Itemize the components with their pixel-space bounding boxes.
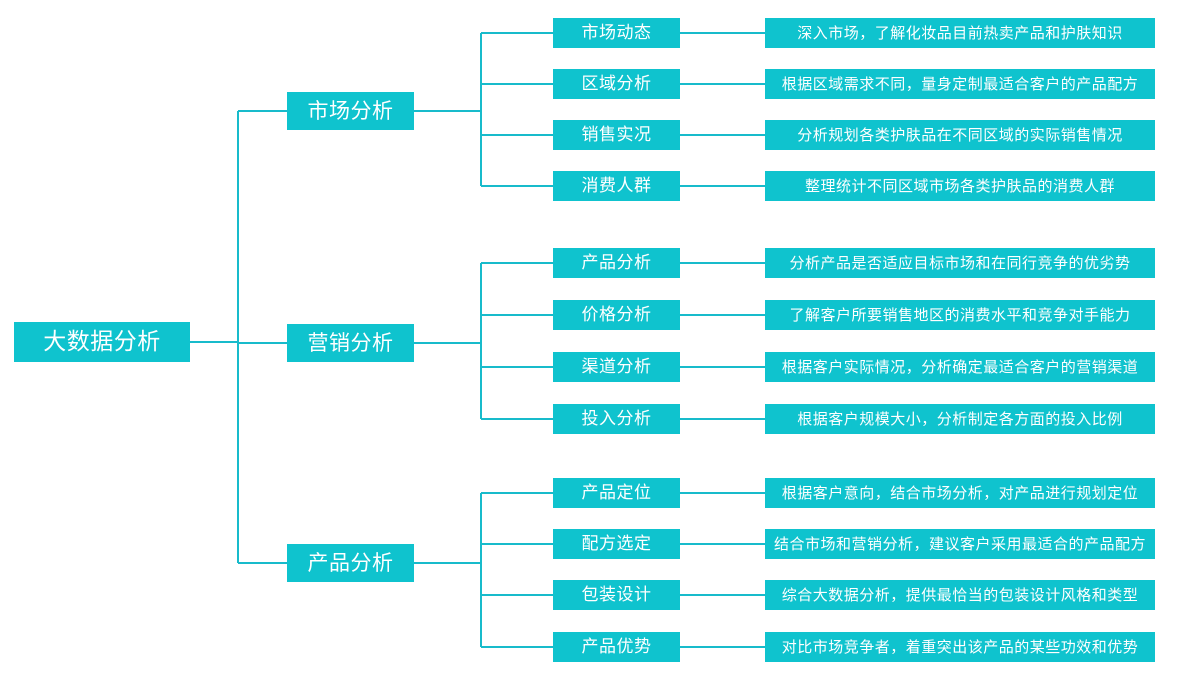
leaf-node-1-3[interactable]: 销售实况 xyxy=(553,120,680,150)
leaf-description-3-4: 对比市场竞争者，着重突出该产品的某些功效和优势 xyxy=(765,632,1155,662)
leaf-node-1-1[interactable]: 市场动态 xyxy=(553,18,680,48)
leaf-description-2-1: 分析产品是否适应目标市场和在同行竞争的优劣势 xyxy=(765,248,1155,278)
leaf-description-3-1: 根据客户意向，结合市场分析，对产品进行规划定位 xyxy=(765,478,1155,508)
leaf-description-1-2: 根据区域需求不同，量身定制最适合客户的产品配方 xyxy=(765,69,1155,99)
leaf-description-3-2: 结合市场和营销分析，建议客户采用最适合的产品配方 xyxy=(765,529,1155,559)
leaf-description-1-1: 深入市场，了解化妆品目前热卖产品和护肤知识 xyxy=(765,18,1155,48)
leaf-description-1-3: 分析规划各类护肤品在不同区域的实际销售情况 xyxy=(765,120,1155,150)
leaf-node-1-2[interactable]: 区域分析 xyxy=(553,69,680,99)
leaf-node-3-2[interactable]: 配方选定 xyxy=(553,529,680,559)
leaf-description-2-3: 根据客户实际情况，分析确定最适合客户的营销渠道 xyxy=(765,352,1155,382)
leaf-node-2-1[interactable]: 产品分析 xyxy=(553,248,680,278)
root-node[interactable]: 大数据分析 xyxy=(14,322,190,362)
leaf-node-3-1[interactable]: 产品定位 xyxy=(553,478,680,508)
branch-node-1[interactable]: 市场分析 xyxy=(287,92,414,130)
leaf-node-3-4[interactable]: 产品优势 xyxy=(553,632,680,662)
branch-node-2[interactable]: 营销分析 xyxy=(287,324,414,362)
leaf-description-2-2: 了解客户所要销售地区的消费水平和竞争对手能力 xyxy=(765,300,1155,330)
leaf-node-2-3[interactable]: 渠道分析 xyxy=(553,352,680,382)
leaf-description-1-4: 整理统计不同区域市场各类护肤品的消费人群 xyxy=(765,171,1155,201)
leaf-node-2-4[interactable]: 投入分析 xyxy=(553,404,680,434)
leaf-node-3-3[interactable]: 包装设计 xyxy=(553,580,680,610)
leaf-node-2-2[interactable]: 价格分析 xyxy=(553,300,680,330)
leaf-description-2-4: 根据客户规模大小，分析制定各方面的投入比例 xyxy=(765,404,1155,434)
leaf-node-1-4[interactable]: 消费人群 xyxy=(553,171,680,201)
leaf-description-3-3: 综合大数据分析，提供最恰当的包装设计风格和类型 xyxy=(765,580,1155,610)
branch-node-3[interactable]: 产品分析 xyxy=(287,544,414,582)
